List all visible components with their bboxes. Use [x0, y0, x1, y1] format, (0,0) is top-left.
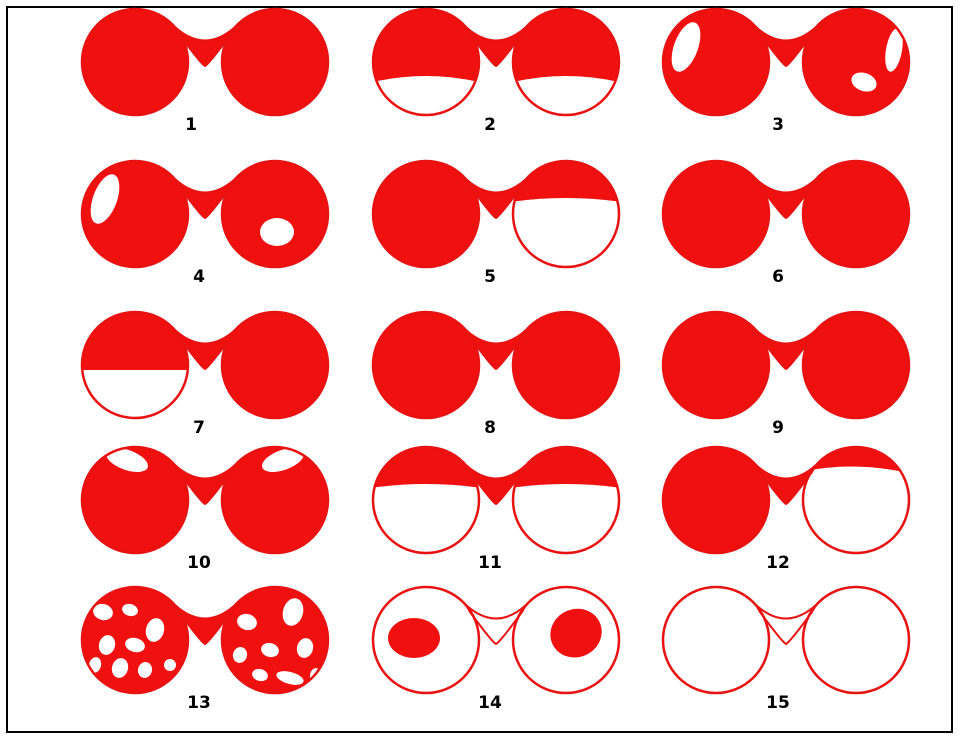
- dumbbell-panel-7: 7: [80, 310, 330, 438]
- dumbbell-panel-6: 6: [661, 159, 911, 287]
- ball-fill: [800, 445, 912, 558]
- panel-number: 11: [478, 553, 502, 573]
- dumbbell-panel-10: 10: [80, 443, 330, 573]
- dumbbell-panel-8: 8: [371, 310, 621, 438]
- panel-number: 8: [484, 418, 496, 438]
- ball-outline: [803, 587, 909, 693]
- ball-fill: [510, 445, 622, 558]
- ball-outline: [663, 587, 769, 693]
- panel-number: 9: [772, 418, 784, 438]
- dumbbell-panel-4: 4: [80, 159, 330, 287]
- dumbbell-panel-9: 9: [661, 310, 911, 438]
- ball-fill: [542, 600, 609, 665]
- ball-fill: [801, 7, 911, 117]
- ball-fill: [510, 159, 622, 272]
- dumbbell-panel-1: 1: [80, 7, 330, 135]
- panel-number: 3: [772, 115, 784, 135]
- neck-connector: [466, 605, 526, 644]
- panel-number: 4: [193, 267, 205, 287]
- dumbbell-panel-3: 3: [661, 7, 911, 135]
- ball-fill: [80, 585, 190, 695]
- ball-fill: [801, 310, 911, 420]
- panel-number: 15: [766, 693, 790, 713]
- panel-number: 7: [193, 418, 205, 438]
- ball-fill: [80, 159, 190, 269]
- ball-fill: [661, 445, 771, 555]
- neck-connector: [756, 605, 816, 644]
- ball-fill: [220, 159, 330, 269]
- ball-fill: [371, 310, 481, 420]
- ball-fill: [371, 159, 481, 269]
- panel-number: 12: [766, 553, 790, 573]
- panel-number: 2: [484, 115, 496, 135]
- ball-fill: [220, 585, 330, 695]
- dumbbell-panel-5: 5: [371, 159, 622, 287]
- ball-fill: [661, 310, 771, 420]
- dumbbell-panel-12: 12: [661, 445, 912, 573]
- panel-number: 1: [185, 115, 197, 135]
- panel-number: 14: [478, 693, 502, 713]
- ball-fill: [388, 618, 440, 658]
- ball-fill: [220, 7, 330, 117]
- ball-fill: [511, 310, 621, 420]
- panel-number: 6: [772, 267, 784, 287]
- panel-number: 10: [187, 553, 211, 573]
- dumbbell-panel-13: 13: [80, 585, 330, 713]
- dumbbell-panel-14: 14: [373, 587, 619, 713]
- ball-fill: [661, 7, 771, 117]
- dumbbell-panel-11: 11: [370, 445, 622, 573]
- panel-number: 13: [187, 693, 211, 713]
- ball-fill: [661, 159, 771, 269]
- panel-number: 5: [484, 267, 496, 287]
- ball-fill: [80, 7, 190, 117]
- ball-fill: [801, 159, 911, 269]
- ball-fill: [220, 310, 330, 420]
- dumbbell-panel-15: 15: [663, 587, 909, 713]
- ball-fill: [370, 445, 482, 558]
- dumbbell-panel-2: 2: [371, 7, 621, 135]
